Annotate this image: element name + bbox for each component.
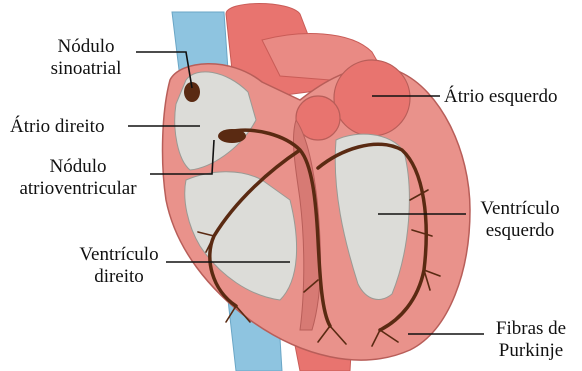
purkinje-fibers-label: Fibras de Purkinje (486, 318, 576, 362)
right-ventricle-label: Ventrículo direito (72, 244, 166, 288)
right-atrium-label: Átrio direito (10, 116, 126, 138)
left-atrium-label: Átrio esquerdo (444, 86, 578, 108)
av-node-shape (218, 129, 246, 143)
av-node-label: Nódulo atrioventricular (6, 156, 150, 200)
left-atrium-shape (334, 60, 410, 136)
sinoatrial-node-label: Nódulo sinoatrial (36, 36, 136, 80)
left-ventricle-label: Ventrículo esquerdo (470, 198, 570, 242)
